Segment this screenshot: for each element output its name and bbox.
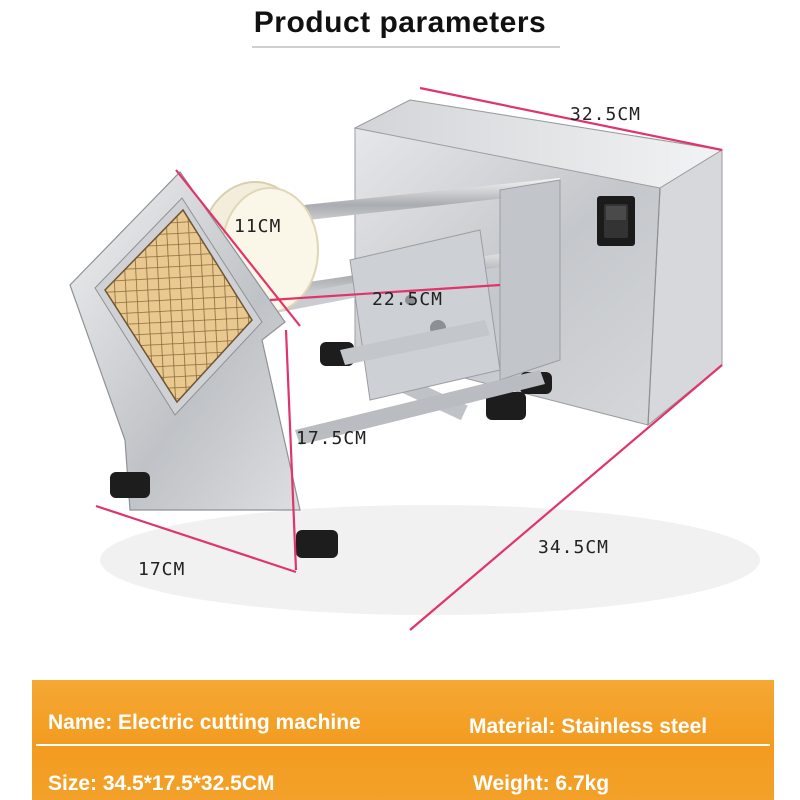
dimension-rod-label: 22.5CM: [372, 289, 443, 310]
spec-name: Name: Electric cutting machine: [48, 711, 361, 734]
spec-size: Size: 34.5*17.5*32.5CM: [48, 772, 275, 795]
dimension-width-label: 32.5CM: [570, 104, 641, 125]
spec-material: Material: Stainless steel: [469, 715, 708, 738]
dimension-disc-label: 11CM: [234, 216, 281, 237]
dimension-height-label: 17.5CM: [296, 428, 367, 449]
dimension-base-label: 17CM: [138, 559, 185, 580]
title-underline: [252, 46, 560, 48]
page-title: Product parameters: [253, 6, 547, 39]
power-switch: [597, 196, 635, 246]
base-rails: [295, 320, 545, 445]
dimension-depth-label: 34.5CM: [538, 537, 609, 558]
product-photo: 32.5CM 11CM 22.5CM 17.5CM 17CM 34.5CM: [69, 86, 760, 631]
floor-shadow: [100, 505, 760, 615]
cutter-frame: [69, 171, 301, 511]
spec-weight: Weight: 6.7kg: [473, 772, 610, 795]
dimension-lines: [95, 86, 723, 631]
spec-banner: Name: Electric cutting machine Material:…: [32, 680, 774, 800]
banner-divider: [36, 744, 770, 746]
